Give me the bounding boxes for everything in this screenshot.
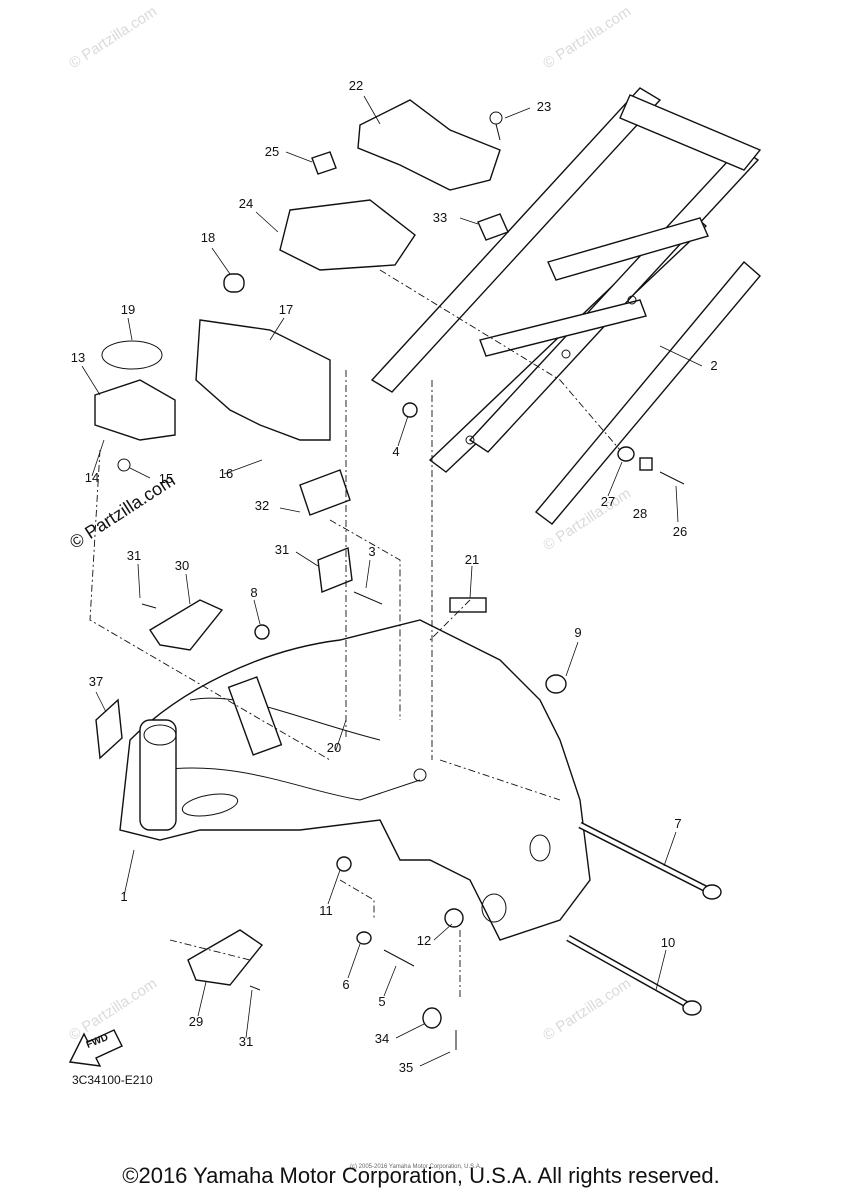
label-32 — [317, 547, 353, 593]
callout-3: 3 — [368, 544, 376, 559]
bracket-24 — [279, 199, 416, 271]
callout-14: 14 — [84, 470, 100, 485]
label-25 — [311, 151, 337, 175]
callout-21: 21 — [464, 552, 480, 567]
callout-18: 18 — [200, 230, 216, 245]
label-37 — [95, 698, 123, 760]
callout-9: 9 — [574, 625, 582, 640]
fwd-arrow — [68, 1029, 123, 1067]
callout-16: 16 — [218, 466, 234, 481]
callout-37: 37 — [88, 674, 104, 689]
callout-24: 24 — [238, 196, 254, 211]
small-hardware — [141, 111, 685, 1050]
callout-27: 27 — [600, 494, 616, 509]
callout-26: 26 — [672, 524, 688, 539]
callout-23: 23 — [536, 99, 552, 114]
callout-11: 11 — [319, 903, 333, 918]
copyright-notice: ©2016 Yamaha Motor Corporation, U.S.A. A… — [122, 1163, 720, 1188]
callout-32: 31 — [274, 542, 290, 557]
callout-35: 34 — [374, 1031, 390, 1046]
callout-8: 8 — [250, 585, 258, 600]
bolt-7 — [578, 821, 722, 900]
label-34 — [477, 213, 509, 241]
callout-22: 22 — [348, 78, 364, 93]
cover-17 — [195, 319, 331, 441]
rear-subframe — [370, 87, 762, 525]
callout-5: 5 — [378, 994, 386, 1009]
bolt-10 — [566, 934, 702, 1016]
callout-12: 12 — [416, 933, 432, 948]
callout-30: 30 — [174, 558, 190, 573]
main-frame — [119, 619, 591, 941]
callout-25: 25 — [264, 144, 280, 159]
callout-4: 4 — [392, 444, 400, 459]
diagram-code: 3C34100-E210 — [72, 1073, 153, 1087]
callout-31-top: 31 — [126, 548, 142, 563]
plate-30 — [149, 599, 224, 651]
callout-17: 17 — [278, 302, 294, 317]
callout-20: 20 — [326, 740, 342, 755]
callout-28: 28 — [632, 506, 648, 521]
callout-34: 33 — [432, 210, 448, 225]
callout-6: 6 — [342, 977, 350, 992]
callout-29: 29 — [188, 1014, 204, 1029]
callout-2: 2 — [710, 358, 718, 373]
callout-10: 10 — [660, 935, 676, 950]
label-33 — [299, 469, 351, 516]
bracket-22 — [357, 99, 501, 191]
callout-33: 32 — [254, 498, 270, 513]
callout-1: 1 — [120, 889, 128, 904]
callout-19: 19 — [120, 302, 136, 317]
callout-31-bottom: 31 — [238, 1034, 254, 1049]
meter-assembly — [94, 340, 176, 472]
plate-29 — [187, 929, 264, 986]
callout-13: 13 — [70, 350, 86, 365]
leader-lines — [81, 95, 703, 1067]
callout-15: 15 — [158, 471, 174, 486]
tiny-credit: (c) 2005-2016 Yamaha Motor Corporation, … — [350, 1164, 482, 1170]
assembly-lines — [89, 269, 621, 1000]
callout-36: 35 — [398, 1060, 414, 1075]
callout-7: 7 — [674, 816, 682, 831]
